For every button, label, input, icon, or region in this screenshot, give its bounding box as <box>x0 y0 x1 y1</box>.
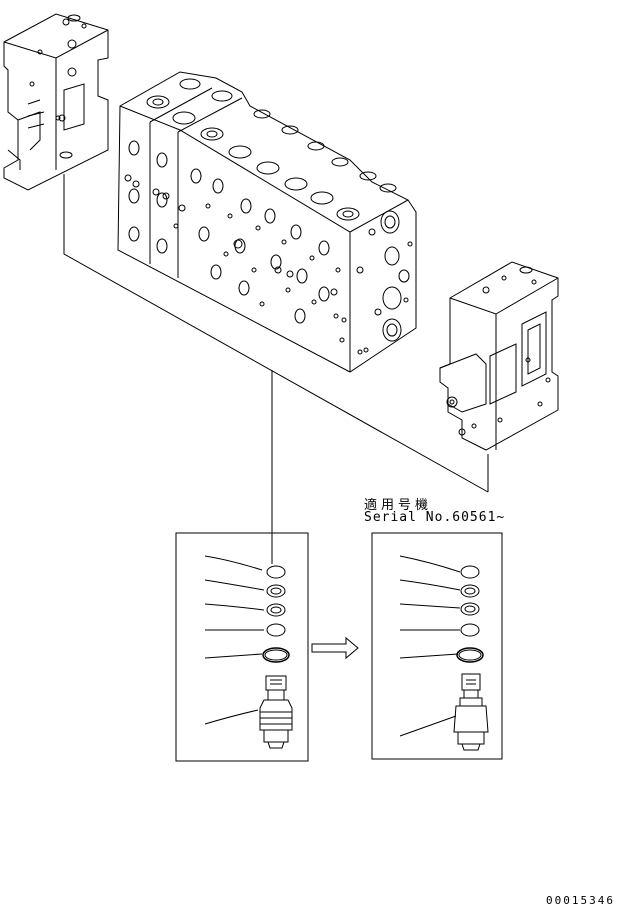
o-ring <box>460 602 480 616</box>
large-o-ring <box>262 647 290 663</box>
relief-valve-cartridge <box>259 675 293 749</box>
o-ring <box>266 603 286 617</box>
replacement-arrow <box>311 636 359 660</box>
relief-valve-kit-left <box>175 532 309 762</box>
drawing-number: 00015346 <box>546 894 615 907</box>
plug <box>460 565 480 579</box>
parts-frame-left <box>175 532 309 762</box>
parts-frame-right <box>371 532 503 760</box>
relief-valve-cartridge <box>453 673 489 751</box>
right-end-section <box>439 261 559 451</box>
backup-ring <box>460 584 480 598</box>
ring <box>460 623 480 637</box>
plug <box>266 565 286 579</box>
serial-number-label: Serial No.60561~ <box>364 510 506 525</box>
relief-valve-kit-right <box>371 532 503 760</box>
reference-lines <box>63 174 489 564</box>
applicability-label: 適用号機 <box>364 498 433 513</box>
left-end-section <box>3 13 109 191</box>
ring <box>266 623 286 637</box>
main-valve-body <box>117 71 417 373</box>
backup-ring <box>266 584 286 598</box>
large-o-ring <box>456 647 484 663</box>
